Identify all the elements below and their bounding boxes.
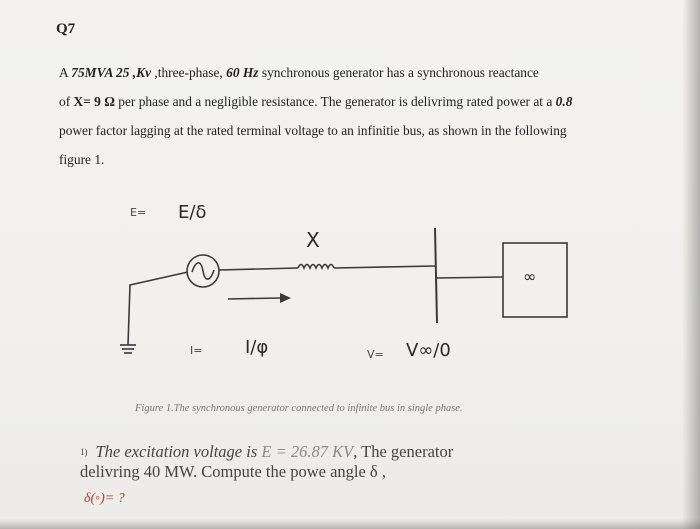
infinite-bus-symbol: ∞ bbox=[523, 267, 537, 286]
reactance-value: X= 9 Ω bbox=[73, 94, 115, 109]
current-arrow-shaft bbox=[227, 297, 281, 300]
voltage-label: V= bbox=[367, 348, 384, 361]
statement-line-4: figure 1. bbox=[59, 152, 105, 167]
part-1-line-2: delivring 40 MW. Compute the powe angle … bbox=[80, 462, 386, 481]
current-arrow-head bbox=[280, 293, 291, 303]
answer-placeholder: δ(◦)= ? bbox=[84, 491, 125, 506]
line-gen-to-reactance bbox=[218, 267, 299, 271]
photo-shadow-bottom bbox=[0, 519, 700, 529]
reactance-coil-icon bbox=[297, 263, 335, 271]
part-1-line-1: 1)The excitation voltage is E = 26.87 KV… bbox=[80, 442, 454, 461]
figure-caption: Figure 1.The synchronous generator conne… bbox=[135, 403, 463, 414]
bus-bar bbox=[434, 227, 438, 324]
line-reactance-to-bus bbox=[333, 265, 436, 269]
statement-line-2: of X= 9 Ω per phase and a negligible res… bbox=[59, 94, 573, 109]
question-number: Q7 bbox=[56, 21, 76, 37]
ground-wire bbox=[127, 271, 189, 346]
ac-wave-icon bbox=[191, 262, 215, 280]
part-1-question: 1)The excitation voltage is E = 26.87 KV… bbox=[80, 442, 453, 481]
generator-frequency: 60 Hz bbox=[226, 65, 259, 80]
current-value: I/φ bbox=[245, 337, 269, 358]
reactance-label: X bbox=[306, 228, 320, 252]
infinite-bus-box bbox=[502, 242, 568, 318]
ground-icon bbox=[120, 344, 136, 354]
emf-label: E= bbox=[130, 206, 147, 219]
voltage-value: V∞/0 bbox=[406, 340, 451, 361]
power-factor: 0.8 bbox=[555, 94, 573, 109]
emf-value: E/δ bbox=[178, 202, 207, 223]
problem-statement: A 75MVA 25 ,Kv ,three-phase, 60 Hz synch… bbox=[59, 58, 649, 174]
photo-shadow-right bbox=[682, 0, 700, 529]
statement-line-1: A 75MVA 25 ,Kv ,three-phase, 60 Hz synch… bbox=[59, 65, 539, 80]
current-label: I= bbox=[190, 344, 203, 357]
line-bus-to-infinite bbox=[436, 276, 504, 279]
generator-source-icon bbox=[186, 254, 220, 288]
part-1-number: 1) bbox=[80, 447, 88, 457]
generator-rating: 75MVA 25 ,Kv bbox=[71, 65, 152, 80]
excitation-voltage-value: E = 26.87 KV bbox=[261, 442, 354, 461]
statement-line-3: power factor lagging at the rated termin… bbox=[59, 123, 567, 138]
